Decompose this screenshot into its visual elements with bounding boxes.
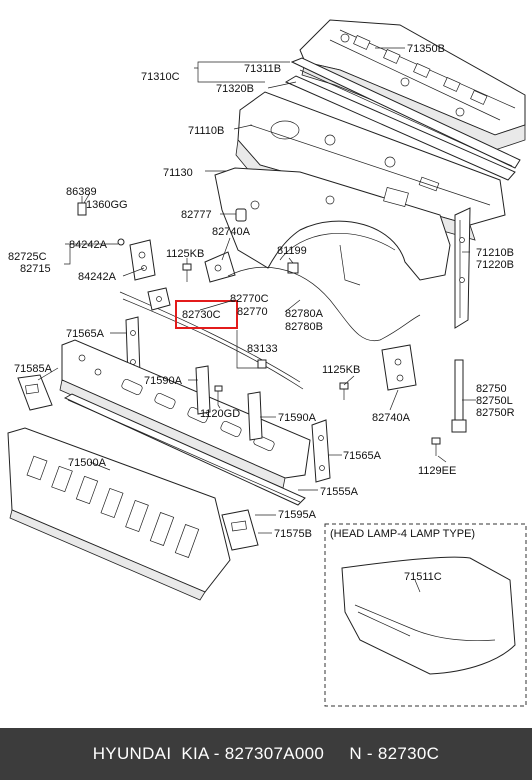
bumper-82777 bbox=[235, 208, 247, 222]
stay-71565a-right bbox=[311, 419, 331, 483]
weatherstrip-82770c bbox=[119, 291, 301, 383]
label-82725c: 82725C bbox=[8, 251, 47, 263]
label-84242a-top: 84242A bbox=[69, 239, 108, 251]
label-71565a-left: 71565A bbox=[66, 328, 105, 340]
inset-head-lamp-4-lamp bbox=[324, 523, 527, 707]
label-71590a-left: 71590A bbox=[144, 375, 183, 387]
label-71511c: 71511C bbox=[404, 571, 442, 583]
label-71555a: 71555A bbox=[320, 486, 359, 498]
footer-diagram-ref: N - 82730C bbox=[349, 744, 440, 763]
label-81199: 81199 bbox=[277, 245, 307, 257]
lower-member-71555a bbox=[63, 393, 306, 506]
label-71350b: 71350B bbox=[407, 43, 445, 55]
clip-83133 bbox=[257, 359, 267, 369]
label-71595a: 71595A bbox=[278, 509, 317, 521]
label-1129ee: 1129EE bbox=[418, 465, 456, 477]
lower-dash-panel-71130 bbox=[214, 167, 451, 286]
label-82750r: 82750R bbox=[476, 407, 515, 419]
part-labels: 71350B 71311B 71310C 71320B 71110B 71130… bbox=[8, 43, 515, 583]
leader-lines bbox=[37, 47, 476, 593]
bolt-1125kb-lower bbox=[339, 382, 349, 400]
label-71590a-right: 71590A bbox=[278, 412, 317, 424]
bracket-71575b bbox=[221, 509, 259, 551]
release-cable-82780a bbox=[227, 266, 421, 342]
stay-71590a-right bbox=[247, 391, 263, 441]
front-end-carrier bbox=[59, 339, 311, 489]
inset-title: (HEAD LAMP-4 LAMP TYPE) bbox=[330, 528, 475, 540]
label-82780b: 82780B bbox=[285, 321, 323, 333]
bracket-82730c bbox=[147, 287, 171, 311]
upper-member-71311b bbox=[284, 57, 521, 181]
label-71565a-right: 71565A bbox=[343, 450, 382, 462]
label-84242a-bot: 84242A bbox=[78, 271, 117, 283]
label-71130: 71130 bbox=[163, 167, 193, 179]
label-82730c: 82730C bbox=[182, 309, 221, 321]
label-71575b: 71575B bbox=[274, 528, 312, 540]
label-82777: 82777 bbox=[181, 209, 212, 221]
label-82740a-top: 82740A bbox=[212, 226, 251, 238]
bolt-1120gd bbox=[214, 385, 223, 405]
label-82750l: 82750L bbox=[476, 395, 513, 407]
highlight-box bbox=[175, 300, 238, 329]
label-71110b: 71110B bbox=[188, 125, 224, 137]
front-panel-71500a bbox=[7, 427, 231, 601]
label-1120gd: 1120GD bbox=[200, 408, 240, 420]
hood-latch-82740a-upper bbox=[204, 251, 236, 283]
hood-lifter-82750 bbox=[451, 359, 467, 433]
label-82750: 82750 bbox=[476, 383, 507, 395]
label-71310c: 71310C bbox=[141, 71, 180, 83]
label-71220b: 71220B bbox=[476, 259, 514, 271]
label-83133: 83133 bbox=[247, 343, 278, 355]
label-82770: 82770 bbox=[237, 306, 268, 318]
parts-diagram: 71350B 71311B 71310C 71320B 71110B 71130… bbox=[7, 19, 527, 707]
bolt-1129ee bbox=[431, 437, 441, 456]
footer-bar: HYUNDAI KIA - 827307A000 N - 82730C bbox=[0, 728, 532, 780]
bracket-71585a bbox=[17, 374, 53, 411]
label-86389: 86389 bbox=[66, 186, 97, 198]
label-82740a-bot: 82740A bbox=[372, 412, 411, 424]
label-71210b: 71210B bbox=[476, 247, 514, 259]
hood-latch-82740a-lower bbox=[381, 344, 417, 391]
stay-71590a-left bbox=[195, 365, 211, 415]
latch-bracket-82725c bbox=[129, 239, 156, 281]
side-pillar-71210b bbox=[454, 207, 471, 329]
label-1125kb-bot: 1125KB bbox=[322, 364, 360, 376]
label-1360gg: 1360GG bbox=[86, 199, 128, 211]
label-82715: 82715 bbox=[20, 263, 51, 275]
label-71585a: 71585A bbox=[14, 363, 53, 375]
label-82770c: 82770C bbox=[230, 293, 269, 305]
bolt-1125kb-upper bbox=[182, 263, 192, 282]
label-71320b: 71320B bbox=[216, 83, 254, 95]
footer-brand-part-number: HYUNDAI KIA - 827307A000 bbox=[92, 744, 325, 763]
label-71311b: 71311B bbox=[244, 63, 281, 75]
label-71500a: 71500A bbox=[68, 457, 107, 469]
label-1125kb-top: 1125KB bbox=[166, 248, 204, 260]
label-82780a: 82780A bbox=[285, 308, 324, 320]
